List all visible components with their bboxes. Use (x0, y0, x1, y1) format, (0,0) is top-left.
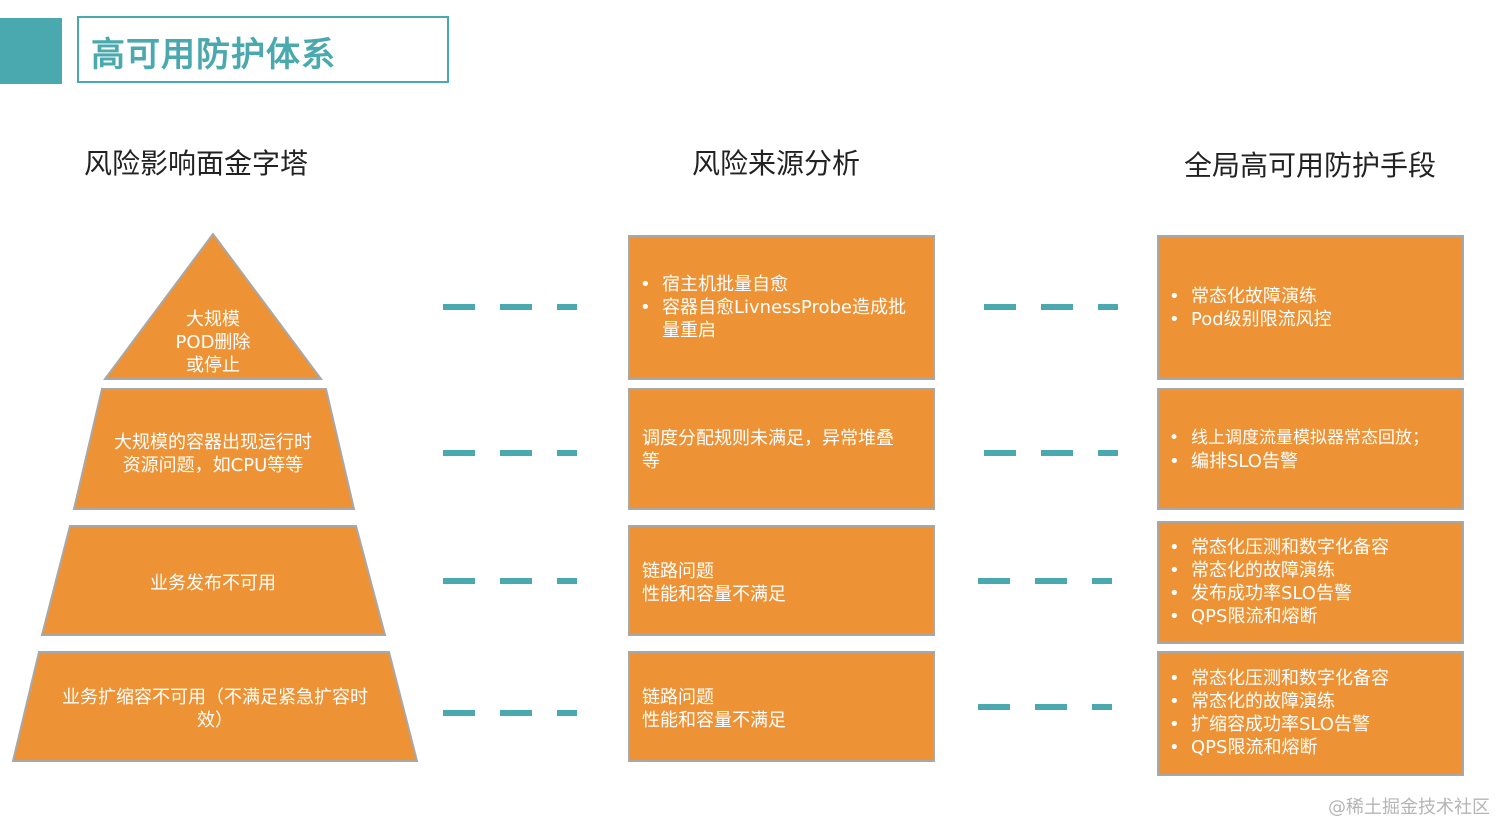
protection-box-2-item: 编排SLO告警 (1159, 450, 1462, 473)
analysis-box-4: 链路问题 性能和容量不满足 (628, 651, 935, 762)
protection-box-3-item: QPS限流和熔断 (1159, 605, 1462, 628)
connector-dash (1092, 578, 1112, 584)
heading-protection: 全局高可用防护手段 (1184, 149, 1437, 182)
pyramid-level-1-line: 或停止 (186, 355, 240, 376)
pyramid-level-3 (40, 525, 387, 636)
heading-analysis: 风险来源分析 (692, 147, 861, 180)
connector-dash (500, 304, 532, 310)
analysis-box-2: 调度分配规则未满足，异常堆叠 等 (628, 388, 935, 510)
protection-box-2-item: 线上调度流量模拟器常态回放； (1159, 427, 1462, 450)
risk-pyramid (11, 232, 419, 762)
connector-dash (557, 578, 577, 584)
watermark: @稀土掘金技术社区 (1328, 797, 1490, 818)
protection-box-1-item: Pod级别限流风控 (1159, 308, 1462, 331)
title-accent-block (0, 18, 62, 84)
pyramid-level-2-line: 资源问题，如CPU等等 (122, 455, 304, 476)
connector-dash (443, 304, 475, 310)
pyramid-level-2 (72, 388, 356, 510)
page-title: 高可用防护体系 (91, 35, 336, 75)
connector-dash (1035, 578, 1067, 584)
pyramid-level-4-line: 业务扩缩容不可用（不满足紧急扩容时 (62, 687, 368, 708)
protection-box-1-item: 常态化故障演练 (1159, 285, 1462, 308)
connector-dash (1098, 450, 1118, 456)
analysis-box-1-item: 宿主机批量自愈 (630, 273, 933, 296)
analysis-box-3-line: 性能和容量不满足 (642, 584, 786, 605)
connector-dash (984, 304, 1016, 310)
connector-dash (557, 304, 577, 310)
pyramid-level-3-line: 业务发布不可用 (150, 573, 276, 594)
connector-dash (500, 450, 532, 456)
analysis-box-2-line: 调度分配规则未满足，异常堆叠 (642, 428, 894, 449)
protection-box-1: 常态化故障演练 Pod级别限流风控 (1157, 235, 1464, 380)
protection-box-3-item: 常态化的故障演练 (1159, 559, 1462, 582)
connector-dash (1098, 304, 1118, 310)
protection-box-4: 常态化压测和数字化备容 常态化的故障演练 扩缩容成功率SLO告警 QPS限流和熔… (1157, 651, 1464, 776)
pyramid-level-1-label: 大规模 POD删除 或停止 (143, 308, 283, 377)
pyramid-level-4-label: 业务扩缩容不可用（不满足紧急扩容时 效） (35, 686, 395, 732)
protection-box-4-item: QPS限流和熔断 (1159, 736, 1462, 759)
connector-dash (1041, 450, 1073, 456)
protection-box-4-item: 扩缩容成功率SLO告警 (1159, 713, 1462, 736)
pyramid-level-1 (103, 232, 323, 380)
connector-dash (443, 710, 475, 716)
pyramid-level-1-line: 大规模 (186, 309, 240, 330)
protection-box-3-item: 常态化压测和数字化备容 (1159, 536, 1462, 559)
pyramid-level-3-label: 业务发布不可用 (73, 572, 353, 595)
connector-dash (557, 710, 577, 716)
connector-dash (978, 578, 1010, 584)
connector-dash (557, 450, 577, 456)
pyramid-level-1-line: POD删除 (175, 332, 251, 353)
title-box: 高可用防护体系 (77, 16, 449, 83)
protection-box-3: 常态化压测和数字化备容 常态化的故障演练 发布成功率SLO告警 QPS限流和熔断 (1157, 521, 1464, 644)
connector-dash (500, 578, 532, 584)
heading-pyramid: 风险影响面金字塔 (84, 147, 309, 180)
analysis-box-1: 宿主机批量自愈 容器自愈LivnessProbe造成批量重启 (628, 235, 935, 380)
connector-dash (1092, 704, 1112, 710)
pyramid-level-4 (11, 651, 419, 762)
analysis-box-2-line: 等 (642, 451, 660, 472)
connector-dash (1041, 304, 1073, 310)
analysis-box-1-item: 容器自愈LivnessProbe造成批量重启 (630, 296, 933, 342)
connector-dash (1035, 704, 1067, 710)
pyramid-level-2-label: 大规模的容器出现运行时 资源问题，如CPU等等 (93, 431, 333, 477)
analysis-box-4-line: 性能和容量不满足 (642, 710, 786, 731)
analysis-box-3: 链路问题 性能和容量不满足 (628, 525, 935, 636)
protection-box-4-item: 常态化的故障演练 (1159, 690, 1462, 713)
protection-box-3-item: 发布成功率SLO告警 (1159, 582, 1462, 605)
connector-dash (978, 704, 1010, 710)
analysis-box-4-line: 链路问题 (642, 687, 714, 708)
connector-dash (443, 450, 475, 456)
protection-box-4-item: 常态化压测和数字化备容 (1159, 667, 1462, 690)
analysis-box-3-line: 链路问题 (642, 561, 714, 582)
connector-dash (443, 578, 475, 584)
connector-dash (500, 710, 532, 716)
pyramid-level-2-line: 大规模的容器出现运行时 (114, 432, 312, 453)
protection-box-2: 线上调度流量模拟器常态回放； 编排SLO告警 (1157, 388, 1464, 510)
connector-dash (984, 450, 1016, 456)
pyramid-level-4-line: 效） (197, 710, 233, 731)
